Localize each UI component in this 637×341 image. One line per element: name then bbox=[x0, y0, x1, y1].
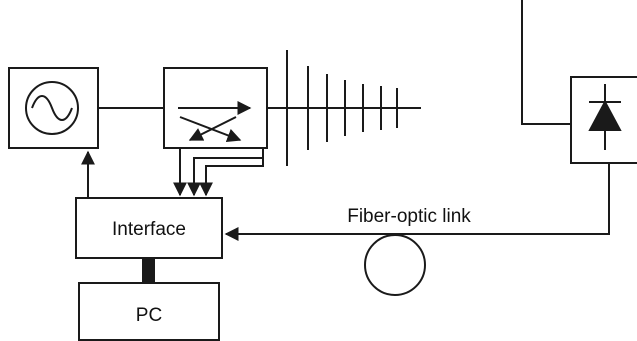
antenna bbox=[286, 50, 398, 166]
interface-label: Interface bbox=[112, 219, 186, 240]
fiber-optic-line bbox=[224, 163, 610, 241]
detector-input-line bbox=[521, 0, 571, 125]
directional-coupler-icon bbox=[178, 101, 252, 143]
directional-coupler bbox=[163, 67, 268, 149]
photodiode-icon bbox=[588, 99, 622, 131]
fiber-coil-icon bbox=[364, 234, 426, 296]
coupler-interface-lines bbox=[173, 148, 264, 197]
pc-label: PC bbox=[136, 305, 162, 326]
signal-generator bbox=[8, 67, 99, 149]
pc-interface-connector bbox=[142, 258, 155, 283]
detector bbox=[570, 76, 637, 164]
sine-wave-icon bbox=[25, 81, 79, 135]
fiber-link-label: Fiber-optic link bbox=[347, 206, 471, 227]
